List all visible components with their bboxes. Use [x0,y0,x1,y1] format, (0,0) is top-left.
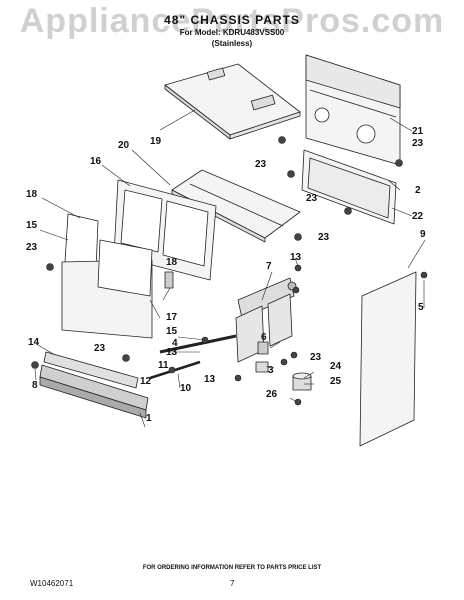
callout-23: 23 [310,352,322,363]
screw-13 [234,374,242,382]
callout-19: 19 [150,136,162,147]
callout-26: 26 [266,389,278,400]
screw-23 [344,207,352,215]
callout-18: 18 [26,189,38,200]
callout-9: 9 [420,229,426,240]
page-number: 7 [230,579,235,588]
document-number: W10462071 [30,579,74,588]
screw-13 [294,264,302,272]
callout-3: 3 [268,365,274,376]
finish-variant: (Stainless) [211,39,253,48]
callout-23: 23 [306,193,318,204]
hinge-rod-11 [159,334,237,354]
screw-23 [290,351,298,359]
top-panel-19 [164,63,301,140]
callout-23: 23 [318,232,330,243]
ordering-information: FOR ORDERING INFORMATION REFER TO PARTS … [142,565,322,571]
panel-22 [301,149,397,225]
kick-plate-1 [39,364,149,419]
callout-23: 23 [94,343,106,354]
screw-23 [395,159,403,167]
side-panel-9 [359,271,417,447]
manifold-assembly-7 [235,277,297,363]
callout-5: 5 [418,302,424,313]
screw-23 [122,354,130,362]
screw-23 [278,136,286,144]
side-panel-15 [61,239,153,339]
screw-23 [280,358,288,366]
screw-8 [31,361,39,369]
component-6 [257,341,269,355]
callout-7: 7 [266,261,272,272]
callout-11: 11 [158,360,169,371]
screw-5 [420,271,428,279]
diagram-title: 48" CHASSIS PARTS [164,13,300,27]
lower-trim-14 [43,351,139,389]
callout-14: 14 [28,337,40,348]
callout-15: 15 [166,326,178,337]
component-3 [255,361,269,373]
callout-23: 23 [26,242,38,253]
callout-21: 21 [412,126,424,137]
screws [31,136,428,406]
callout-20: 20 [118,140,130,151]
callout-25: 25 [330,376,342,387]
callout-24: 24 [330,361,342,372]
screw-12 [168,366,176,374]
callout-13: 13 [166,347,178,358]
callout-10: 10 [180,383,192,394]
callout-16: 16 [90,156,102,167]
callout-1: 1 [146,413,152,424]
callout-4: 4 [172,338,178,349]
callout-15: 15 [26,220,38,231]
screw-23 [46,263,54,271]
callout-13: 13 [204,374,216,385]
callout-6: 6 [261,332,267,343]
model-subtitle: For Model: KDRU483VSS00 [179,28,285,37]
back-panel-21 [305,54,401,166]
callout-23: 23 [255,159,267,170]
screw-23 [294,233,302,241]
leveling-foot-24 [292,372,312,391]
callout-8: 8 [32,380,38,391]
screw-13 [292,286,300,294]
callout-13: 13 [290,252,302,263]
callout-18: 18 [166,257,178,268]
callout-12: 12 [140,376,152,387]
callout-22: 22 [412,211,424,222]
callout-2: 2 [415,185,421,196]
screw-26 [294,398,302,406]
leader-lines [34,109,426,428]
callout-17: 17 [166,312,178,323]
callout-23: 23 [412,138,424,149]
screw-23 [287,170,295,178]
bracket-17 [164,271,174,289]
